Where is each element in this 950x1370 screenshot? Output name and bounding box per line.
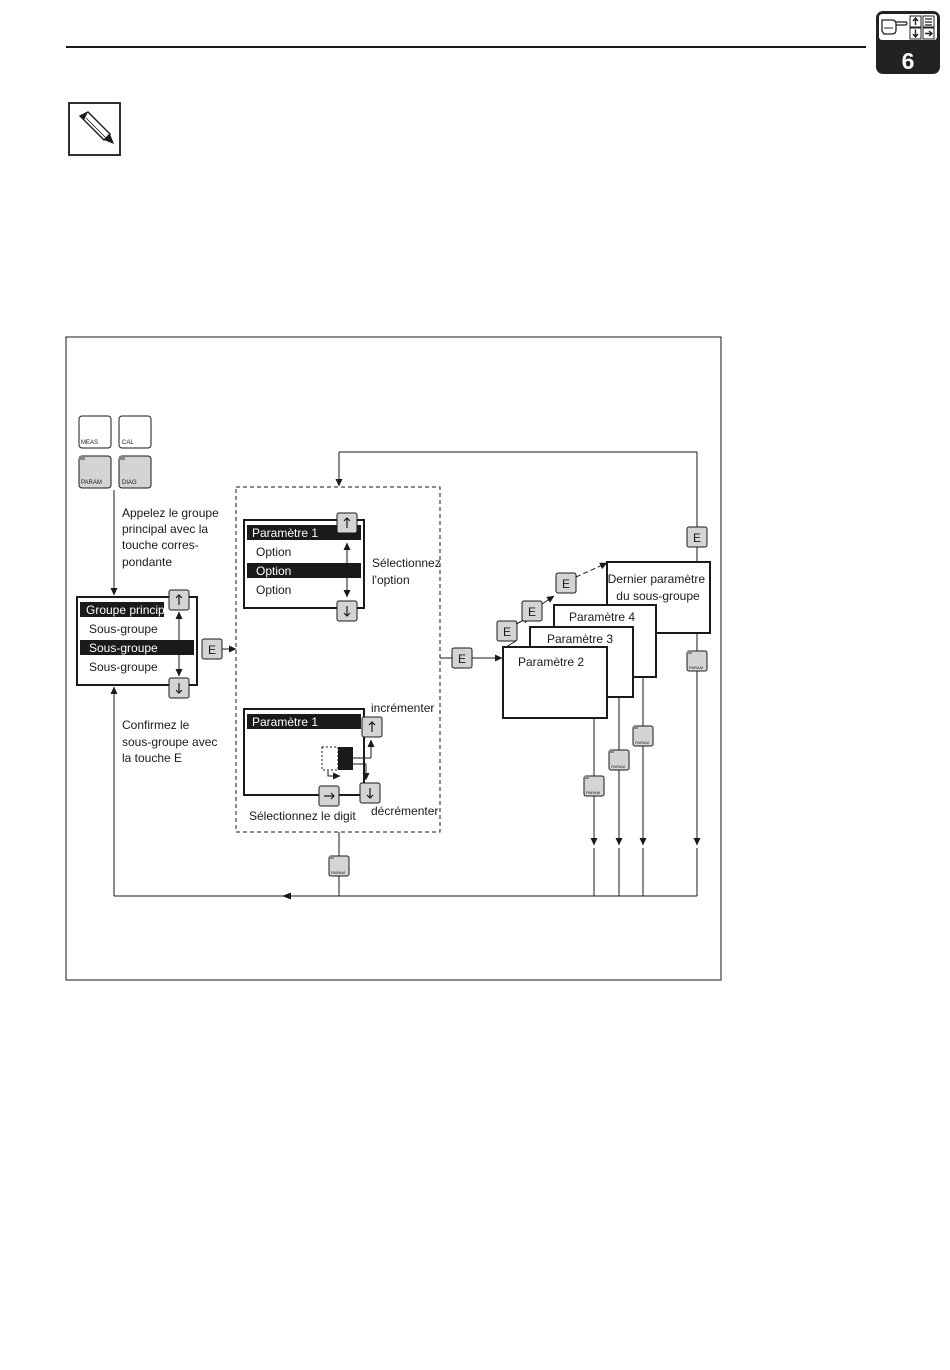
svg-text:Dernier paramètre du sou: Dernier paramètre du sous-groupe bbox=[608, 572, 709, 603]
svg-text:PARAM: PARAM bbox=[611, 764, 625, 769]
instruction-select-digit: Sélectionnez le digit bbox=[249, 809, 356, 823]
digit-placeholder bbox=[321, 746, 339, 771]
diagram-frame bbox=[65, 336, 722, 981]
parameter-2-card: Paramètre 2 bbox=[502, 646, 608, 719]
up-key[interactable] bbox=[168, 589, 190, 611]
e-key[interactable]: E bbox=[496, 620, 518, 642]
parameter-area bbox=[235, 486, 441, 833]
up-key[interactable] bbox=[336, 512, 358, 534]
svg-text:PARAM: PARAM bbox=[331, 870, 345, 875]
option-item-selected: Option bbox=[256, 564, 291, 578]
right-key[interactable] bbox=[318, 785, 340, 807]
e-key[interactable]: E bbox=[451, 647, 473, 669]
diag-key[interactable]: DIAG bbox=[118, 455, 152, 489]
svg-text:PARAM: PARAM bbox=[586, 790, 600, 795]
e-key[interactable]: E bbox=[201, 638, 223, 660]
option-item: Option bbox=[256, 583, 291, 597]
svg-text:E: E bbox=[562, 577, 570, 591]
digit-active bbox=[338, 747, 353, 770]
svg-text:PARAM: PARAM bbox=[635, 740, 649, 745]
svg-text:E: E bbox=[208, 643, 216, 657]
menu-item-selected: Sous-groupe bbox=[89, 641, 158, 655]
increment-key[interactable] bbox=[361, 716, 383, 738]
instruction-call-main-group: Appelez le groupe principal avec la touc… bbox=[122, 506, 222, 569]
svg-text:Paramètre 2: Paramètre 2 bbox=[518, 655, 584, 669]
svg-text:DIAG: DIAG bbox=[122, 480, 137, 486]
param-key[interactable]: PARAM bbox=[608, 749, 630, 771]
digit-menu-title: Paramètre 1 bbox=[252, 715, 318, 729]
svg-text:PARAM: PARAM bbox=[689, 665, 703, 670]
svg-text:Paramètre 3: Paramètre 3 bbox=[547, 632, 613, 646]
param-key[interactable]: PARAM bbox=[632, 725, 654, 747]
svg-text:E: E bbox=[458, 652, 466, 666]
param-key[interactable]: PARAM bbox=[78, 455, 112, 489]
instruction-increment: incrémenter bbox=[371, 701, 434, 715]
digit-menu: Paramètre 1 bbox=[243, 708, 365, 796]
decrement-key[interactable] bbox=[359, 782, 381, 804]
e-key[interactable]: E bbox=[521, 600, 543, 622]
svg-text:Paramètre 4: Paramètre 4 bbox=[569, 610, 635, 624]
menu-item: Sous-groupe bbox=[89, 660, 158, 674]
navigation-keys-icon bbox=[909, 15, 935, 40]
param-key[interactable]: PARAM bbox=[686, 650, 708, 672]
svg-text:PARAM: PARAM bbox=[81, 480, 102, 486]
main-group-title: Groupe principal bbox=[86, 603, 174, 617]
param-key[interactable]: PARAM bbox=[583, 775, 605, 797]
instruction-confirm-subgroup: Confirmez le sous-groupe avec la touche … bbox=[122, 718, 221, 765]
svg-text:E: E bbox=[503, 625, 511, 639]
instruction-select-option: Sélectionnez l'option bbox=[372, 556, 444, 587]
chapter-number: 6 bbox=[902, 48, 915, 74]
down-key[interactable] bbox=[168, 677, 190, 699]
menu-item: Sous-groupe bbox=[89, 622, 158, 636]
option-item: Option bbox=[256, 545, 291, 559]
svg-text:MEAS: MEAS bbox=[81, 440, 98, 446]
instruction-decrement: décrémenter bbox=[371, 804, 438, 818]
chapter-tab: 6 bbox=[876, 11, 940, 74]
e-key[interactable]: E bbox=[686, 526, 708, 548]
option-menu-title: Paramètre 1 bbox=[252, 526, 318, 540]
cal-key[interactable]: CAL bbox=[118, 415, 152, 449]
meas-key[interactable]: MEAS bbox=[78, 415, 112, 449]
e-key[interactable]: E bbox=[555, 572, 577, 594]
option-menu: Paramètre 1 Option Option Option bbox=[243, 519, 365, 609]
param-key[interactable]: PARAM bbox=[328, 855, 350, 877]
down-key[interactable] bbox=[336, 600, 358, 622]
pointing-hand-icon bbox=[881, 19, 908, 35]
pencil-note-icon bbox=[68, 102, 121, 156]
svg-text:E: E bbox=[528, 605, 536, 619]
svg-text:E: E bbox=[693, 531, 701, 545]
svg-text:CAL: CAL bbox=[122, 440, 134, 446]
